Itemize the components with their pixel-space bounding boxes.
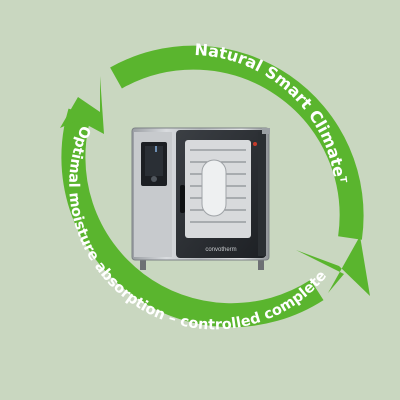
ring-arc-upper <box>110 45 364 240</box>
ring-arc-lower <box>61 108 324 328</box>
arrow-head-left-icon <box>60 76 104 134</box>
oven-brand-label: convotherm <box>205 247 236 253</box>
arrow-head-right-icon <box>296 236 370 296</box>
combi-oven-icon: convotherm <box>131 127 270 270</box>
ring <box>61 45 364 328</box>
